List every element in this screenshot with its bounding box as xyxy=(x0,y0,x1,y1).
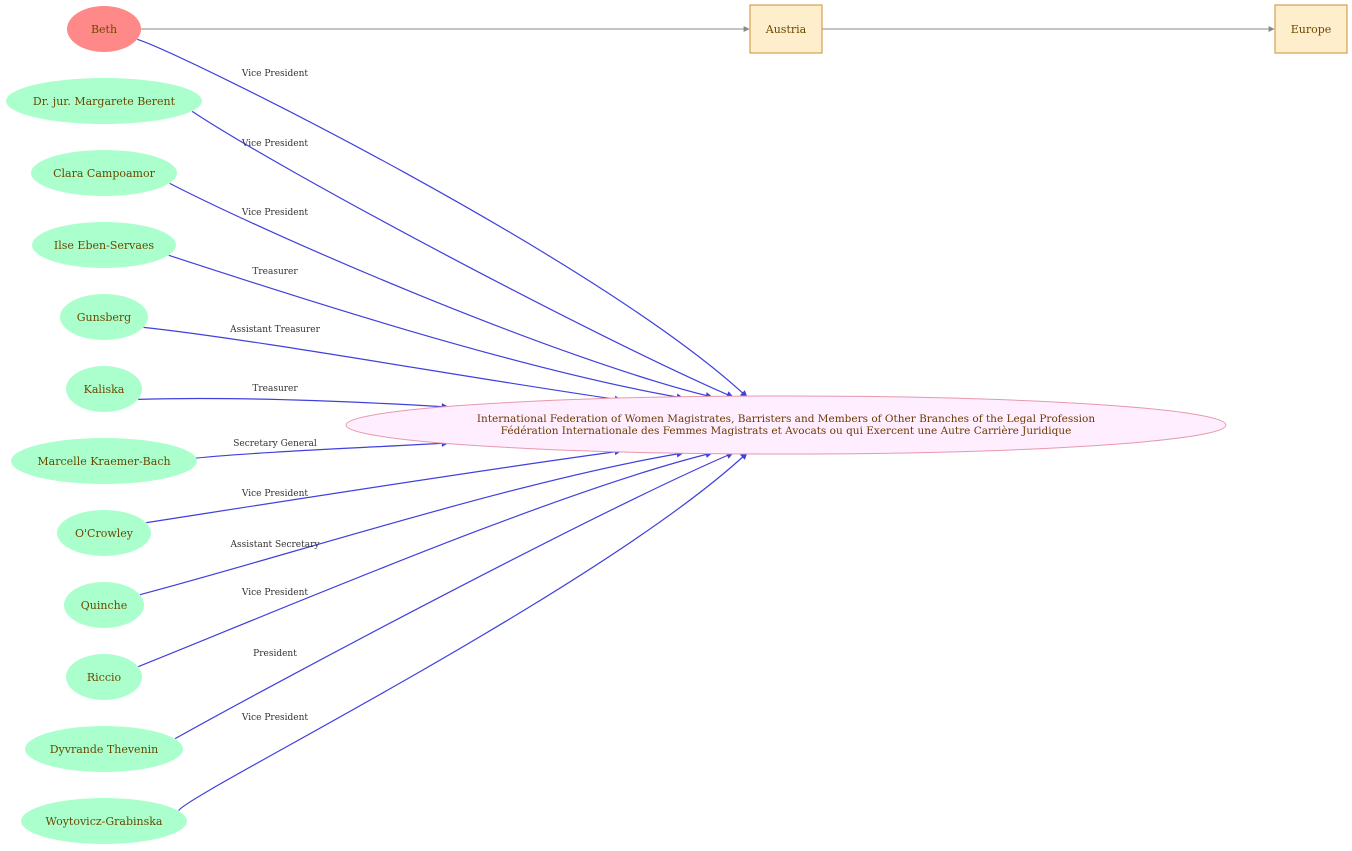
place-box xyxy=(1274,4,1348,54)
person-node-kaliska[interactable]: Kaliska xyxy=(66,366,142,412)
person-ellipse xyxy=(66,654,142,700)
person-node-riccio[interactable]: Riccio xyxy=(66,654,142,700)
organization-name-en: International Federation of Women Magist… xyxy=(477,413,1095,425)
role-edge-label: Treasurer xyxy=(252,267,298,277)
role-edge-label: Vice President xyxy=(241,208,309,218)
person-label: Ilse Eben-Servaes xyxy=(54,239,154,252)
role-edge xyxy=(138,397,449,411)
role-edge xyxy=(139,450,684,596)
person-node-beth[interactable]: Beth xyxy=(67,6,141,52)
role-edge-label: Vice President xyxy=(241,489,309,499)
role-edge-label: Secretary General xyxy=(233,439,317,449)
person-ellipse xyxy=(64,582,144,628)
role-edge-label: Vice President xyxy=(241,713,309,723)
person-label: Quinche xyxy=(81,599,127,612)
role-edge-label: Treasurer xyxy=(252,384,298,394)
role-edge xyxy=(178,452,748,812)
person-node-berent[interactable]: Dr. jur. Margarete Berent xyxy=(6,78,202,124)
role-edge xyxy=(187,439,449,460)
person-label: Dyvrande Thevenin xyxy=(50,743,159,756)
person-label: Riccio xyxy=(87,671,122,684)
person-node-thevenin[interactable]: Dyvrande Thevenin xyxy=(25,726,183,772)
person-node-quinche[interactable]: Quinche xyxy=(64,582,144,628)
person-label: Dr. jur. Margarete Berent xyxy=(33,95,176,108)
role-edge xyxy=(168,254,684,401)
place-label: Austria xyxy=(765,23,807,36)
role-edge-label: President xyxy=(253,649,297,659)
organization-node[interactable]: International Federation of Women Magist… xyxy=(345,395,1227,455)
person-ellipse xyxy=(67,6,141,52)
person-ellipse xyxy=(66,366,142,412)
person-ellipse xyxy=(11,438,197,484)
place-box xyxy=(749,4,823,54)
person-ellipse xyxy=(31,150,177,196)
person-node-eben-servaes[interactable]: Ilse Eben-Servaes xyxy=(32,222,176,268)
place-node-austria[interactable]: Austria xyxy=(749,4,823,54)
person-ellipse xyxy=(21,798,187,844)
person-ellipse xyxy=(25,726,183,772)
person-ellipse xyxy=(60,294,148,340)
person-node-kraemer-bach[interactable]: Marcelle Kraemer-Bach xyxy=(11,438,197,484)
role-edge-label: Assistant Treasurer xyxy=(229,325,321,335)
role-edge-label: Vice President xyxy=(241,69,309,79)
role-edge xyxy=(143,326,622,403)
role-edge xyxy=(146,448,622,524)
role-edge-label: Vice President xyxy=(241,588,309,598)
organization-ellipse xyxy=(345,395,1227,455)
person-label: Clara Campoamor xyxy=(53,167,155,180)
place-label: Europe xyxy=(1291,23,1332,36)
person-ellipse xyxy=(32,222,176,268)
person-label: Beth xyxy=(91,23,117,36)
person-label: Gunsberg xyxy=(77,311,131,324)
person-node-gunsberg[interactable]: Gunsberg xyxy=(60,294,148,340)
person-node-ocrowley[interactable]: O'Crowley xyxy=(57,510,151,556)
person-ellipse xyxy=(57,510,151,556)
person-label: Marcelle Kraemer-Bach xyxy=(37,455,170,468)
role-edge xyxy=(137,451,713,668)
person-node-woytovicz[interactable]: Woytovicz-Grabinska xyxy=(21,798,187,844)
place-node-europe[interactable]: Europe xyxy=(1274,4,1348,54)
role-edge xyxy=(169,182,713,399)
role-edge-label: Vice President xyxy=(241,139,309,149)
person-label: Kaliska xyxy=(84,383,125,396)
role-edge xyxy=(137,38,748,398)
role-edge xyxy=(191,110,734,398)
role-edge-label: Assistant Secretary xyxy=(229,540,320,550)
role-edge xyxy=(174,452,734,740)
person-ellipse xyxy=(6,78,202,124)
person-label: O'Crowley xyxy=(75,527,134,540)
person-node-campoamor[interactable]: Clara Campoamor xyxy=(31,150,177,196)
person-label: Woytovicz-Grabinska xyxy=(46,815,163,828)
organization-name-fr: Fédération Internationale des Femmes Mag… xyxy=(501,425,1072,437)
